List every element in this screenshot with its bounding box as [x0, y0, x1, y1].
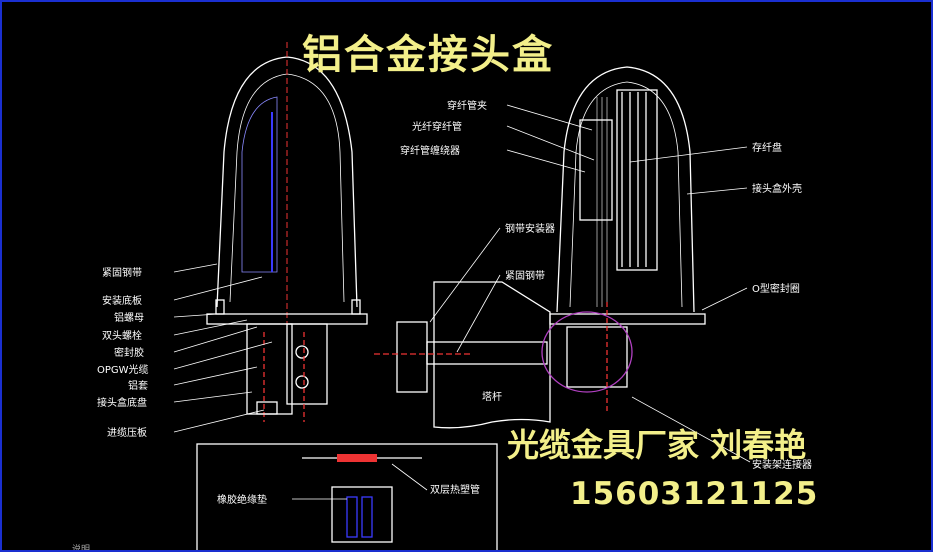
detail-box [196, 443, 498, 550]
label-shuangtou-luoshuan: 双头螺栓 [102, 329, 142, 342]
left-housing [206, 42, 368, 422]
vendor-name: 光缆金具厂家 刘春艳 [507, 426, 807, 464]
label-opgw: OPGW光缆 [97, 363, 149, 376]
label-jietouhe-waike: 接头盒外壳 [752, 182, 802, 195]
label-chuanxianguan-chanraoqi: 穿纤管缠绕器 [400, 144, 460, 157]
label-gangdai-anzhuangqi: 钢带安装器 [505, 222, 555, 235]
label-mifeng-jiao: 密封胶 [114, 346, 144, 359]
drawing-title: 铝合金接头盒 [302, 32, 554, 78]
label-o-mifengquan: O型密封圈 [752, 282, 800, 295]
label-jingu-gangdai-2: 紧固钢带 [505, 269, 545, 282]
tower-bracket [374, 281, 633, 429]
label-jingu-gangdai: 紧固钢带 [102, 266, 142, 279]
label-cunxian-pan: 存纤盘 [752, 141, 782, 154]
label-lv-tao: 铝套 [128, 379, 148, 392]
label-chuanxian-guanjia: 穿纤管夹 [447, 99, 487, 112]
label-anzhuangjia-lianjieqi: 安装架连接器 [752, 458, 812, 471]
label-shuangceng-resuoguan: 双层热塑管 [430, 483, 480, 496]
corner-note: 说明 [72, 545, 91, 552]
label-guangxian-chuanxianguan: 光纤穿纤管 [412, 120, 462, 133]
label-jinlan-yaban: 进缆压板 [107, 426, 147, 439]
label-lv-luomu: 铝螺母 [114, 312, 144, 324]
phone-number: 15603121125 [570, 476, 819, 512]
leader-lines [173, 104, 751, 500]
label-anzhuang-diban: 安装底板 [102, 294, 142, 307]
label-xiangjiao-jueyuandian: 橡胶绝缘垫 [217, 493, 267, 506]
label-ta-gan: 塔杆 [482, 390, 502, 403]
label-jietouhe-zuopan: 接头盒底盘 [97, 396, 147, 409]
right-housing [549, 66, 706, 412]
